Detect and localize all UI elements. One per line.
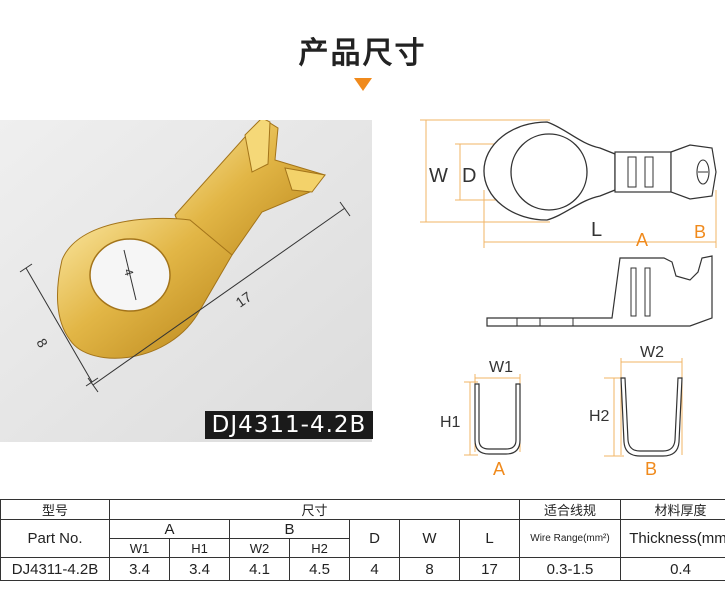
top-view-drawing: W D L [420,119,717,248]
cell-part-no: DJ4311-4.2B [0,557,110,581]
dim-D-label: D [462,165,476,187]
sec-A-label: A [493,459,505,479]
side-A-label: A [636,230,648,250]
header-wire-fit: 适合线规 [519,499,621,520]
down-arrow-icon [354,78,372,91]
side-B-label: B [694,222,706,242]
cell-thickness: 0.4 [620,557,725,581]
page-title: 产品尺寸 [298,36,427,71]
crimp-barrel [174,120,326,256]
spec-table: 型号 尺寸 适合线规 材料厚度 Part No. A B D W L Wire … [0,499,725,581]
header-W2: W2 [229,538,290,558]
section-b-drawing: W2 H2 B [589,344,683,479]
product-photo: 17 8 4 [0,120,372,442]
header-L: L [459,519,520,558]
ring-terminal [56,217,233,359]
header-B: B [229,519,350,539]
sec-B-label: B [645,459,657,479]
cell-W: 8 [399,557,460,581]
cell-L: 17 [459,557,520,581]
table-header-row-1: 型号 尺寸 适合线规 材料厚度 [0,499,725,520]
header-thickness-en: Thickness(mm) [620,519,725,558]
cell-D: 4 [349,557,400,581]
header-thickness-cn: 材料厚度 [620,499,725,520]
header-part-no: Part No. [0,519,110,558]
dim-W-label: W [429,165,448,187]
sec-B-H2-label: H2 [589,408,610,425]
side-view-drawing: A B [486,222,713,327]
photo-dimension-lines [19,201,351,393]
header-H1: H1 [169,538,230,558]
header-W: W [399,519,460,558]
dim-L-label: L [591,219,602,241]
table-header-row-2: Part No. A B D W L Wire Range(mm²) Thick… [0,519,725,558]
photo-hole-dim: 4 [121,267,136,277]
header-size: 尺寸 [109,499,520,520]
sec-B-W2-label: W2 [640,344,664,361]
header-A: A [109,519,230,539]
sec-A-W1-label: W1 [489,359,513,376]
cell-H1: 3.4 [169,557,230,581]
product-model-label: DJ4311-4.2B [205,411,373,439]
terminal-photo-illustration: 17 8 4 [0,120,372,442]
table-header-row-3: W1 H1 W2 H2 [1,538,725,558]
section-a-drawing: W1 H1 A [440,359,521,479]
cell-W2: 4.1 [229,557,290,581]
header-H2: H2 [289,538,350,558]
cell-W1: 3.4 [109,557,170,581]
header-model: 型号 [0,499,110,520]
header-W1: W1 [109,538,170,558]
table-row: DJ4311-4.2B 3.4 3.4 4.1 4.5 4 8 17 0.3-1… [0,557,725,581]
header-D: D [349,519,400,558]
cell-wire-range: 0.3-1.5 [519,557,621,581]
header-wire-range: Wire Range(mm²) [519,519,621,558]
sec-A-H1-label: H1 [440,414,461,431]
cell-H2: 4.5 [289,557,350,581]
